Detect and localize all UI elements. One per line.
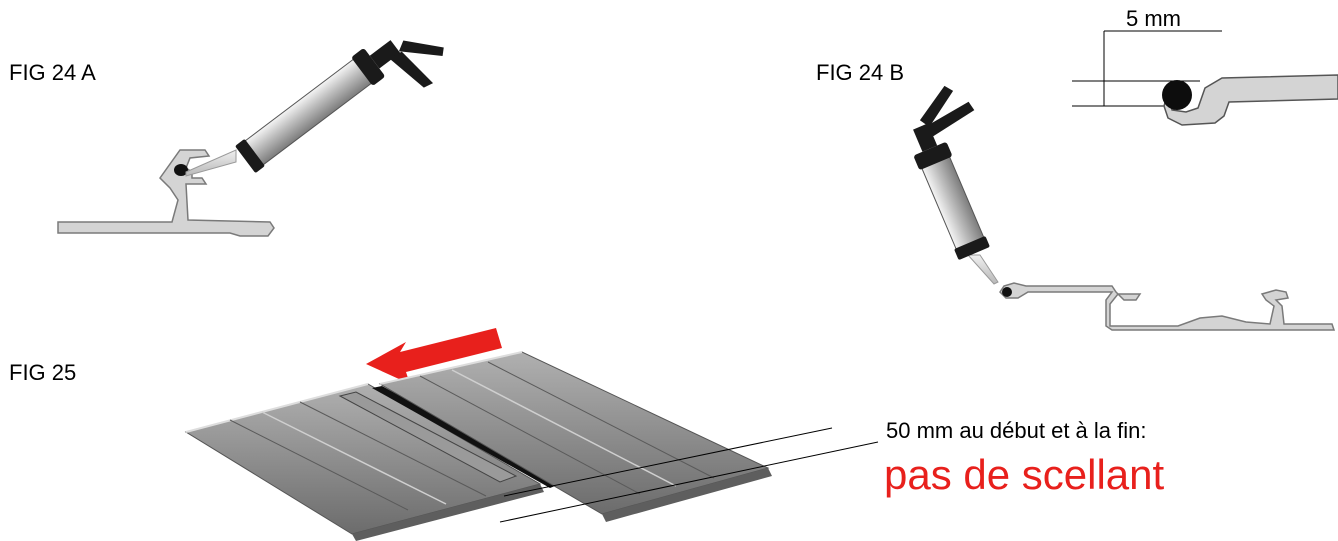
fig24a-profile: [57, 149, 275, 237]
fig24b-edge-sealant-icon: [1002, 287, 1012, 297]
fig24b-caulking-gun-icon: [913, 85, 999, 285]
fig25-note: 50 mm au début et à la fin:: [886, 418, 1147, 443]
fig24b-dimension-label: 5 mm: [1126, 6, 1181, 31]
fig25-title: FIG 25: [9, 360, 77, 385]
fig24b-profile: [999, 282, 1336, 331]
fig25-left-panel: [184, 383, 544, 541]
fig25-right-panel: [378, 351, 772, 522]
fig24b-title: FIG 24 B: [816, 60, 905, 85]
fig25-sealant-strip: [372, 386, 560, 488]
direction-arrow-icon: [366, 328, 502, 384]
fig25-leader-line-1: [503, 427, 833, 497]
fig25-leader-line-2: [499, 441, 879, 523]
fig24b-detail-profile: [1163, 74, 1338, 126]
fig24a-sealant-bead-icon: [174, 164, 188, 176]
fig24a-illustration: [57, 40, 444, 237]
fig24a-caulking-gun-icon: [185, 40, 444, 177]
fig24a-title: FIG 24 A: [9, 60, 96, 85]
fig24b-sealant-bead-icon: [1162, 80, 1192, 110]
fig25-warning: pas de scellant: [884, 451, 1165, 498]
fig25-illustration: [184, 328, 879, 541]
fig24b-detail: [1072, 30, 1338, 126]
fig24b-illustration: [913, 85, 1336, 331]
